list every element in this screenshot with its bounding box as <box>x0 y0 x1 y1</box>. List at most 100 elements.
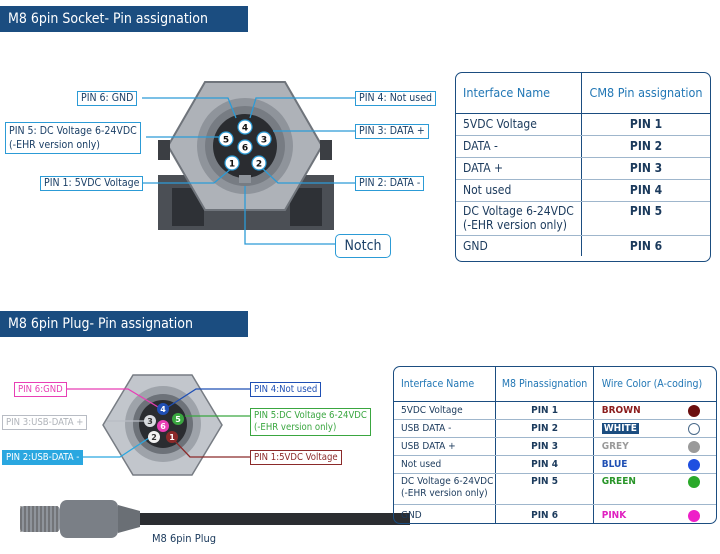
table-row: 5VDC Voltage PIN 1 BROWN <box>394 402 716 420</box>
plug-pin-2: 2 <box>148 431 160 443</box>
wire-color-name: BROWN <box>601 405 641 416</box>
table-cell-name: DATA + <box>463 161 504 175</box>
plug-pin-6: 6 <box>157 420 169 432</box>
table-row: GND PIN 6 PINK <box>394 505 716 523</box>
table-cell-color: GREEN <box>592 474 716 504</box>
wire-color-name: GREY <box>601 441 629 452</box>
plug-section-title: M8 6pin Plug- Pin assignation <box>0 311 248 337</box>
svg-text:6: 6 <box>242 144 248 154</box>
socket-label-pin5: PIN 5: DC Voltage 6-24VDC (-EHR version … <box>5 122 141 154</box>
plug-label-pin1: PIN 1:5VDC Voltage <box>250 450 342 465</box>
plug-pin-table: Interface Name M8 Pinassignation Wire Co… <box>393 366 717 524</box>
plug-label-pin5-line2: (-EHR version only) <box>254 422 337 433</box>
table-cell-name-line1: DC Voltage 6-24VDC <box>463 204 574 218</box>
wire-color-name: WHITE <box>601 423 639 434</box>
table-cell-name-line1: DC Voltage 6-24VDC <box>401 476 494 487</box>
socket-label-pin5-line2: (-EHR version only) <box>9 139 100 151</box>
table-cell-name: Not used <box>463 183 512 197</box>
table-cell-pin: PIN 1 <box>581 114 710 135</box>
socket-pin-2: 2 <box>251 155 267 171</box>
table-cell-name: DATA - <box>463 139 498 153</box>
table-row: DC Voltage 6-24VDC (-EHR version only) P… <box>456 202 710 236</box>
table-cell-pin: PIN 2 <box>495 420 592 437</box>
plug-pin-4: 4 <box>157 403 169 415</box>
table-row: 5VDC Voltage PIN 1 <box>456 114 710 136</box>
wire-color-swatch <box>688 440 700 453</box>
table-cell-name: DC Voltage 6-24VDC (-EHR version only) <box>394 474 495 504</box>
plug-pin-5: 5 <box>172 413 184 425</box>
table-cell-name: 5VDC Voltage <box>401 405 463 416</box>
table-cell-color: GREY <box>592 438 716 455</box>
table-cell-name-line2: (-EHR version only) <box>463 218 567 232</box>
table-cell-color: WHITE <box>592 420 716 437</box>
table-cell-name: GND <box>401 510 422 521</box>
socket-pin-6: 6 <box>237 139 253 155</box>
svg-text:4: 4 <box>160 405 166 414</box>
socket-label-pin3: PIN 3: DATA + <box>355 124 429 139</box>
table-cell-pin: PIN 6 <box>495 505 592 523</box>
table-cell-pin: PIN 3 <box>495 438 592 455</box>
table-cell-name: 5VDC Voltage <box>463 117 537 131</box>
plug-label-pin4: PIN 4:Not used <box>250 382 322 397</box>
table-row: GND PIN 6 <box>456 236 710 256</box>
wire-color-swatch <box>688 458 700 471</box>
socket-label-pin1: PIN 1: 5VDC Voltage <box>40 176 144 191</box>
socket-pins: 4 3 5 6 1 2 <box>218 119 272 171</box>
svg-text:5: 5 <box>223 136 229 146</box>
plug-table-header: Interface Name M8 Pinassignation Wire Co… <box>394 367 716 402</box>
socket-label-pin6: PIN 6: GND <box>77 91 138 106</box>
plug-leader-lines <box>65 388 250 458</box>
svg-text:6: 6 <box>160 422 166 431</box>
table-row: DATA - PIN 2 <box>456 136 710 158</box>
socket-pin-1: 1 <box>224 155 240 171</box>
socket-label-pin4: PIN 4: Not used <box>355 91 437 106</box>
wire-color-name: BLUE <box>601 459 628 470</box>
svg-text:1: 1 <box>169 433 175 442</box>
svg-text:3: 3 <box>147 417 153 426</box>
wire-color-swatch <box>688 476 700 488</box>
table-cell-pin: PIN 2 <box>581 136 710 157</box>
socket-label-pin2: PIN 2: DATA - <box>355 176 425 191</box>
table-cell-pin: PIN 1 <box>495 402 592 419</box>
svg-text:3: 3 <box>261 136 267 146</box>
table-cell-name-line2: (-EHR version only) <box>401 488 488 499</box>
table-row: USB DATA + PIN 3 GREY <box>394 438 716 456</box>
svg-text:1: 1 <box>229 160 235 170</box>
wire-color-swatch <box>688 509 700 522</box>
socket-pin-3: 3 <box>256 131 272 147</box>
socket-pin-4-number: 4 <box>242 124 248 134</box>
plug-label-pin2: PIN 2:USB-DATA - <box>2 450 84 465</box>
svg-text:5: 5 <box>175 415 181 424</box>
table-cell-pin: PIN 5 <box>581 202 710 235</box>
socket-pin-5: 5 <box>218 131 234 147</box>
wire-color-swatch <box>688 422 700 435</box>
plug-pins: 4 3 5 6 2 1 <box>144 403 184 443</box>
socket-pin-table: Interface Name CM8 Pin assignation 5VDC … <box>455 72 711 262</box>
plug-table-header-interface: Interface Name <box>401 378 475 390</box>
table-cell-name: GND <box>463 239 488 253</box>
socket-section-title: M8 6pin Socket- Pin assignation <box>0 6 248 32</box>
plug-label-pin3: PIN 3:USB-DATA + <box>2 415 88 430</box>
table-cell-name: USB DATA - <box>401 423 452 434</box>
table-row: DATA + PIN 3 <box>456 158 710 180</box>
plug-table-header-color: Wire Color (A-coding) <box>592 367 716 401</box>
table-cell-name: DC Voltage 6-24VDC (-EHR version only) <box>456 202 581 235</box>
table-cell-name: Not used <box>401 459 442 470</box>
table-cell-name: USB DATA + <box>401 441 456 452</box>
table-cell-pin: PIN 5 <box>495 474 592 504</box>
table-cell-color: BROWN <box>592 402 716 419</box>
plug-table-header-pin: M8 Pinassignation <box>495 367 592 401</box>
plug-label-pin6: PIN 6:GND <box>14 382 67 397</box>
plug-label-pin5-line1: PIN 5:DC Voltage 6-24VDC <box>254 410 367 421</box>
table-row: USB DATA - PIN 2 WHITE <box>394 420 716 438</box>
wire-color-name: PINK <box>601 510 627 521</box>
socket-leader-lines <box>142 97 355 245</box>
table-cell-pin: PIN 4 <box>495 456 592 473</box>
svg-text:2: 2 <box>256 160 262 170</box>
socket-table-header: Interface Name CM8 Pin assignation <box>456 73 710 114</box>
wire-color-name: GREEN <box>601 476 636 487</box>
table-row: Not used PIN 4 <box>456 180 710 202</box>
table-cell-pin: PIN 4 <box>581 180 710 201</box>
table-cell-color: BLUE <box>592 456 716 473</box>
